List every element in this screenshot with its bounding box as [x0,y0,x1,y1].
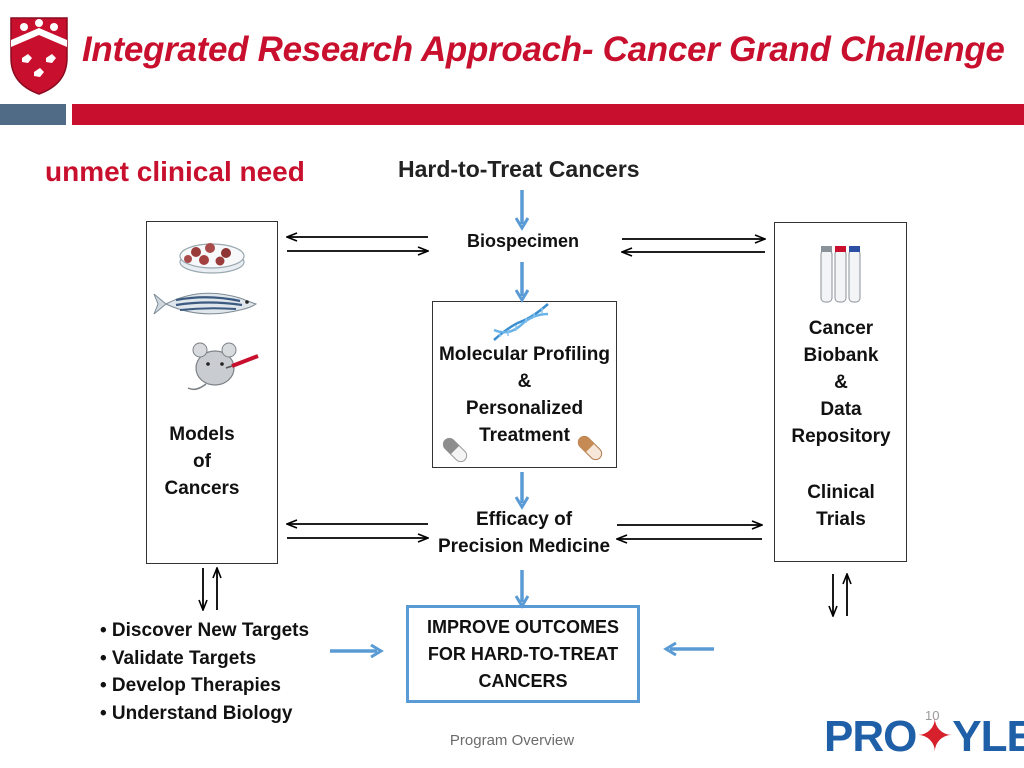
outcome-line: FOR HARD-TO-TREAT [427,644,619,664]
models-box [146,221,278,564]
biobank-line: & [834,372,848,393]
mcgill-crest-icon [10,17,68,95]
molecular-line: Treatment [479,425,570,446]
page-number: 10 [925,708,940,723]
efficacy-label: Efficacy of Precision Medicine [412,506,636,560]
unmet-need-heading: unmet clinical need [45,156,305,187]
efficacy-line: Precision Medicine [437,536,611,557]
models-line: Models [169,424,235,445]
footer-text: Program Overview [449,732,575,749]
list-item: • Validate Targets [100,647,257,669]
outcome-line: IMPROVE OUTCOMES [426,617,619,637]
logo-text: YLE [952,712,1024,761]
clinical-line: Clinical [807,482,875,503]
models-label: Models of Cancers [146,421,258,502]
profyle-logo: PRO✦YLE [824,712,1024,761]
biobank-line: Data [820,399,862,420]
clinical-line: Trials [816,509,866,530]
outcome-label: IMPROVE OUTCOMES FOR HARD-TO-TREAT CANCE… [408,614,638,695]
efficacy-line: Efficacy of [475,509,573,530]
models-line: of [193,451,211,472]
page-title: Integrated Research Approach- Cancer Gra… [82,30,1005,69]
biobank-line: Cancer [808,318,874,339]
list-item: • Develop Therapies [100,675,281,696]
biospecimen-label: Biospecimen [466,231,580,251]
biobank-line: Repository [791,426,891,447]
logo-text: PRO [824,712,917,761]
molecular-label: Molecular Profiling & Personalized Treat… [432,341,617,449]
biobank-line: Biobank [803,345,879,366]
molecular-line: Personalized [465,398,584,419]
header-bar-red [72,104,1024,125]
outcome-line: CANCERS [478,671,568,691]
clinical-trials-label: Clinical Trials [778,479,904,533]
list-item: • Understand Biology [100,702,293,724]
hard-to-treat-heading: Hard-to-Treat Cancers [398,156,640,182]
goals-list: • Discover New Targets • Validate Target… [100,617,360,727]
header-bar-gray [0,104,66,125]
molecular-line: & [517,371,532,392]
models-line: Cancers [164,478,240,499]
molecular-line: Molecular Profiling [438,344,611,365]
list-item: • Discover New Targets [100,620,310,641]
maple-leaf-icon: ✦ [916,712,953,761]
outcome-box [406,605,640,703]
biobank-label: Cancer Biobank & Data Repository [778,315,904,450]
